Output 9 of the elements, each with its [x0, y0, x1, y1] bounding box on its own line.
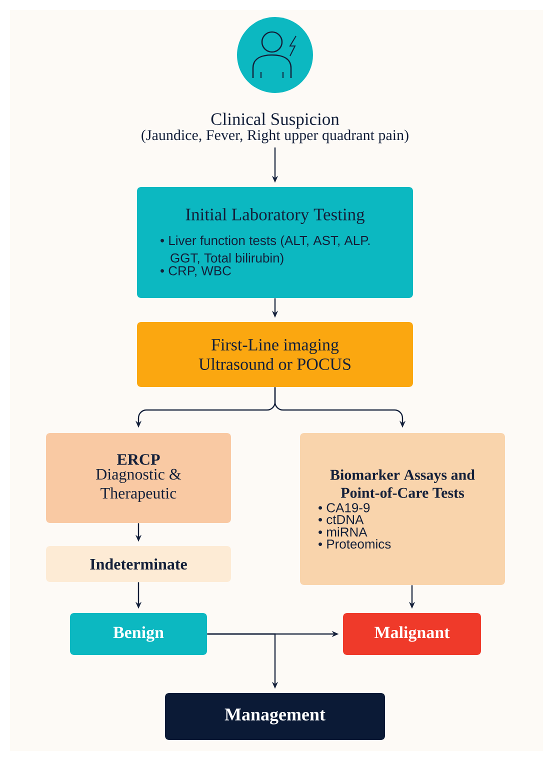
heading-text: Clinical Suspicion (Jaundice, Fever, Right upper quadrant pain) — [142, 112, 408, 144]
outcome-box: Benign — [70, 613, 207, 655]
outcome-box: Malignant — [343, 613, 481, 655]
process-box: Indeterminate — [46, 546, 231, 582]
process-box: Initial Laboratory Testing • Liver function tests (ALT, AST, ALP. GGT, Total bilirubin) • CRP, WBC — [137, 187, 413, 298]
process-box: ERCP Diagnostic & Therapeutic — [46, 433, 231, 523]
outcome-box: Management — [165, 693, 385, 740]
process-box: Biomarker Assays and Point-of-Care Tests • CA19-9 • ctDNA • miRNA • Proteomics — [300, 433, 505, 585]
process-box: First-Line imaging Ultrasound or POCUS — [137, 322, 413, 387]
